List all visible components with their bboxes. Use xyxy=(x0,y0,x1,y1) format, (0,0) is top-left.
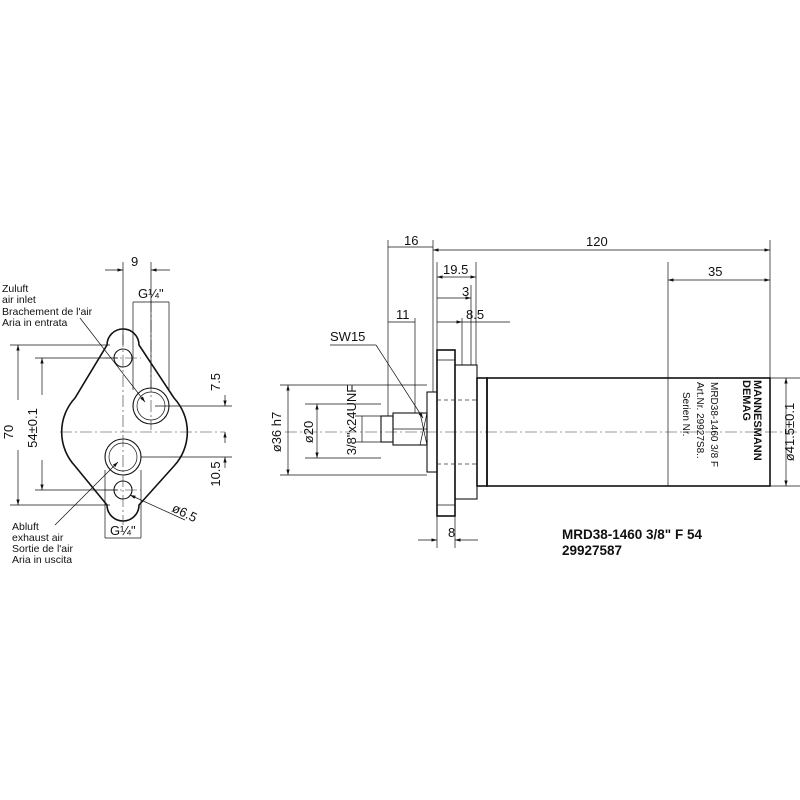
dim-hole-dia: ø6.5 xyxy=(170,500,200,525)
dim-sw15: SW15 xyxy=(330,329,365,344)
exhaust-label-3: Sortie de l'air xyxy=(12,543,73,555)
front-view: 9 G¼" 70 54±0.1 7.5 10.5 ø6.5 G¼" xyxy=(1,254,232,566)
product-name: MRD38-1460 3/8" F 54 xyxy=(562,527,702,542)
plate-brand-1: MANNESMANN xyxy=(751,380,763,461)
exhaust-label-2: exhaust air xyxy=(12,532,64,544)
shaft-spigot xyxy=(380,415,394,443)
dim-thread: 3/8"x24UNF xyxy=(344,385,359,455)
dim-120: 120 xyxy=(586,234,608,249)
inlet-label-1: Zuluft xyxy=(2,283,28,295)
dim-3: 3 xyxy=(462,284,469,299)
plate-serial: Serien Nr. xyxy=(680,392,691,436)
thread-bottom: G¼" xyxy=(110,523,136,538)
flange-outline xyxy=(60,328,189,522)
inlet-label-3: Brachement de l'air xyxy=(2,306,93,318)
dim-dia-20: ø20 xyxy=(301,421,316,443)
inlet-label-2: air inlet xyxy=(2,294,36,306)
motor-housing xyxy=(486,377,771,487)
dim-10-5: 10.5 xyxy=(208,461,223,486)
side-view: MANNESMANN DEMAG MRD38-1460 3/8 F Art.Nr… xyxy=(269,233,800,548)
dim-35: 35 xyxy=(708,264,722,279)
product-number: 29927587 xyxy=(562,543,622,558)
mounting-flange xyxy=(436,349,456,517)
dim-8: 8 xyxy=(448,525,455,540)
thread-top: G¼" xyxy=(138,286,164,301)
plate-brand-2: DEMAG xyxy=(740,380,752,421)
dim-8-5: 8.5 xyxy=(466,307,484,322)
inlet-label-4: Aria in entrata xyxy=(2,317,68,329)
plate-model: MRD38-1460 3/8 F xyxy=(708,382,719,467)
dim-70: 70 xyxy=(1,425,16,439)
dim-dia-41: ø41.5±0.1 xyxy=(782,403,797,461)
exhaust-label-1: Abluft xyxy=(12,521,39,533)
dim-19-5: 19.5 xyxy=(443,262,468,277)
dim-7-5: 7.5 xyxy=(208,373,223,391)
dim-16: 16 xyxy=(404,233,418,248)
exhaust-label-4: Aria in uscita xyxy=(12,554,72,566)
dim-dia-36: ø36 h7 xyxy=(269,412,284,452)
plate-art: Art.Nr. 29927S8.. xyxy=(694,382,705,459)
dim-9: 9 xyxy=(131,254,138,269)
dim-54: 54±0.1 xyxy=(25,408,40,448)
dim-11: 11 xyxy=(396,307,410,322)
